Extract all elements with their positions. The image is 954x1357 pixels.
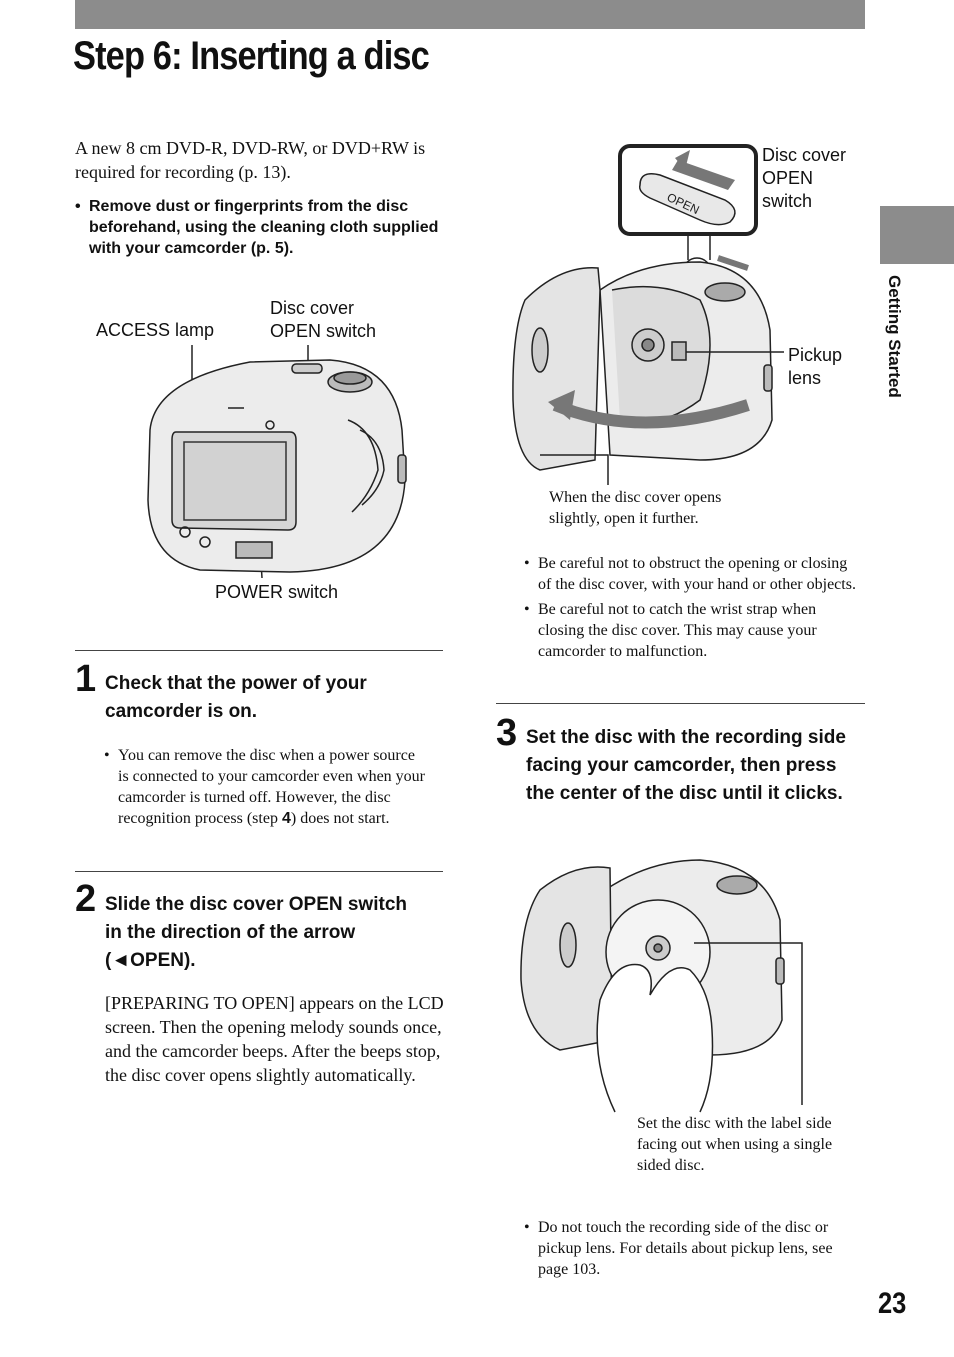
step2-heading: Slide the disc cover OPEN switch in the …	[105, 894, 407, 971]
notes2-item: •Be careful not to obstruct the opening …	[524, 555, 856, 593]
fig2-caption-2: slightly, open it further.	[549, 510, 699, 527]
step2-body: [PREPARING TO OPEN] appears on the LCD s…	[105, 993, 444, 1085]
notes2-item: •Be careful not to catch the wrist strap…	[524, 601, 817, 660]
step1-note: • You can remove the disc when a power s…	[104, 745, 429, 829]
notes2-list: •Be careful not to obstruct the opening …	[524, 553, 864, 662]
step2-rule	[75, 871, 443, 872]
fig2-switch-label-1: Disc cover	[762, 145, 847, 165]
step3-number: 3	[496, 712, 518, 754]
step1-note-text: You can remove the disc when a power sou…	[118, 747, 425, 827]
section-tab	[880, 206, 954, 264]
header-bar	[75, 0, 865, 29]
intro-bullet-text: Remove dust or fingerprints from the dis…	[89, 198, 439, 257]
step3-rule	[496, 703, 865, 704]
pickup-lens-label-1: Pickup	[788, 345, 843, 365]
notes3-item: •Do not touch the recording side of the …	[524, 1219, 833, 1278]
fig2-switch-label-2: OPEN	[762, 168, 814, 188]
fig3-caption: Set the disc with the label side facing …	[637, 1115, 833, 1174]
power-switch-label: POWER switch	[215, 582, 339, 602]
intro-text: A new 8 cm DVD-R, DVD-RW, or DVD+RW is r…	[75, 138, 426, 182]
step1-rule	[75, 650, 443, 651]
step1-heading: Check that the power of your camcorder i…	[105, 673, 367, 722]
step1-number: 1	[75, 658, 97, 700]
step2-number: 2	[75, 878, 97, 920]
disc-cover-switch-label-1: Disc cover	[270, 298, 355, 318]
step3-heading: Set the disc with the recording side fac…	[526, 727, 846, 804]
page-number: 23	[878, 1287, 907, 1320]
disc-cover-switch-label-2: OPEN switch	[270, 321, 377, 341]
fig2-caption-1: When the disc cover opens	[549, 489, 722, 506]
access-lamp-label: ACCESS lamp	[96, 320, 215, 340]
page-title: Step 6: Inserting a disc	[73, 34, 430, 78]
pickup-lens-label-2: lens	[788, 368, 822, 388]
intro-bullet: •Remove dust or fingerprints from the di…	[75, 198, 439, 257]
notes3-list: •Do not touch the recording side of the …	[524, 1217, 864, 1280]
fig2-switch-label-3: switch	[762, 191, 813, 211]
